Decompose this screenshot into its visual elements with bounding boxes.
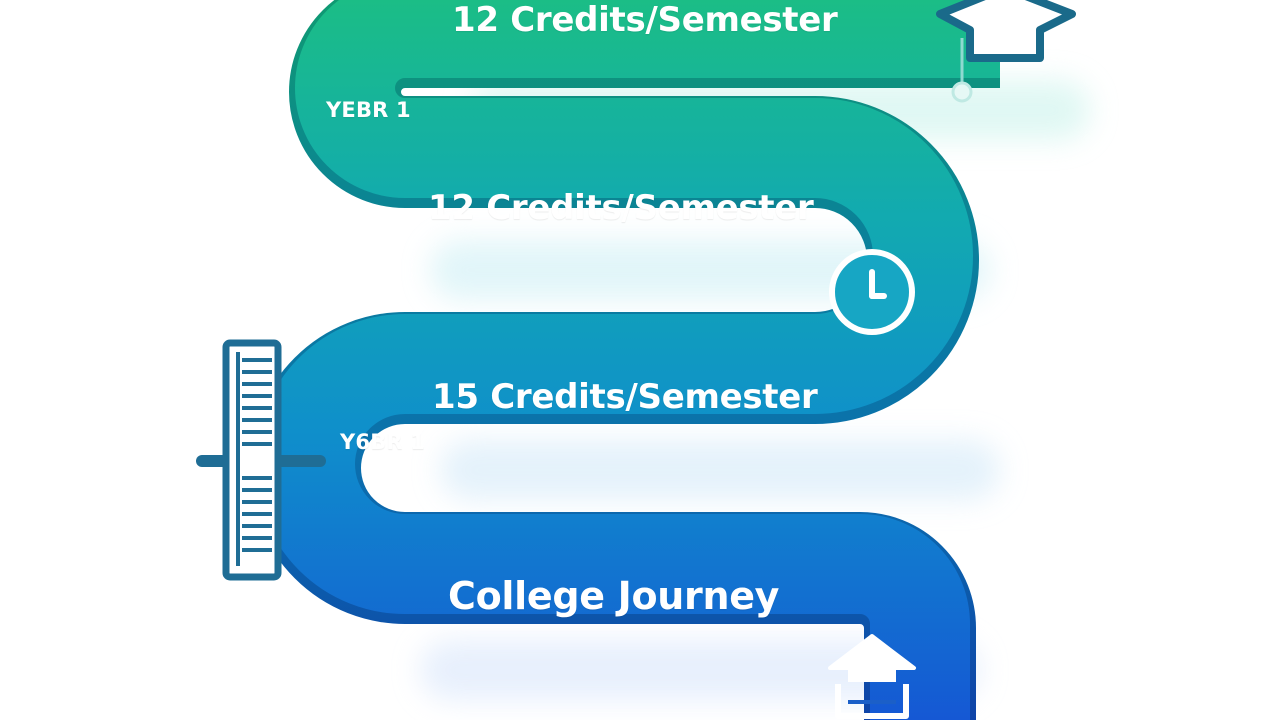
clock-icon bbox=[829, 249, 915, 335]
graduation-cap-icon bbox=[828, 634, 916, 719]
segment-label-3: 15 Credits/Semester bbox=[432, 377, 818, 417]
road-body bbox=[255, 0, 1000, 724]
segment-label-1: 12 Credits/Semester bbox=[452, 0, 838, 40]
segment-label-2: 12 Credits/Semester bbox=[428, 188, 814, 228]
ruler-gauge-icon bbox=[196, 339, 326, 581]
year-marker-1: YEBR 1 bbox=[326, 98, 411, 122]
diagram-title: College Journey bbox=[448, 574, 780, 618]
graduation-cap-icon bbox=[936, 0, 1076, 103]
year-marker-2: Y6BR 1 bbox=[340, 430, 426, 454]
